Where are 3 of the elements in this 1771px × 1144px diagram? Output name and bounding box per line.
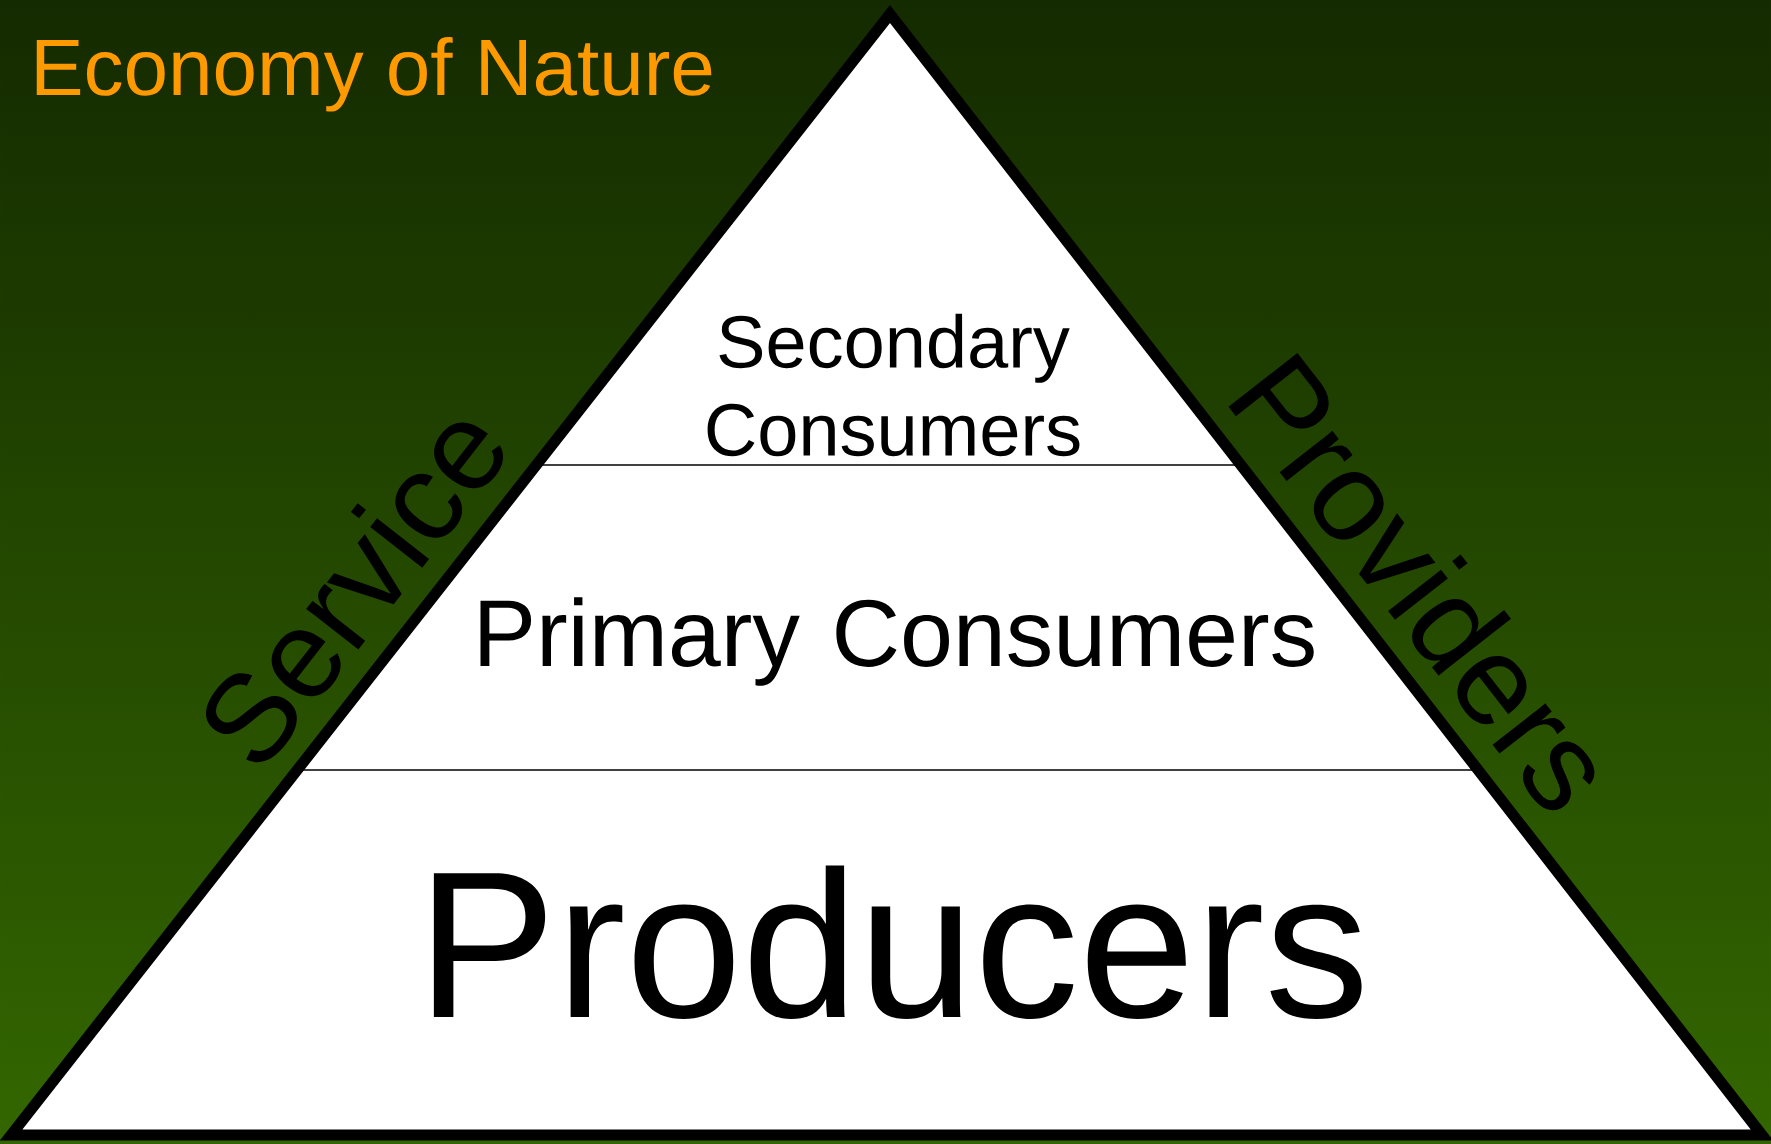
- tier-label: Secondary Consumers: [707, 313, 1080, 457]
- title: Economy of Nature: [36, 37, 712, 112]
- tier-label: Producers: [433, 865, 1362, 1020]
